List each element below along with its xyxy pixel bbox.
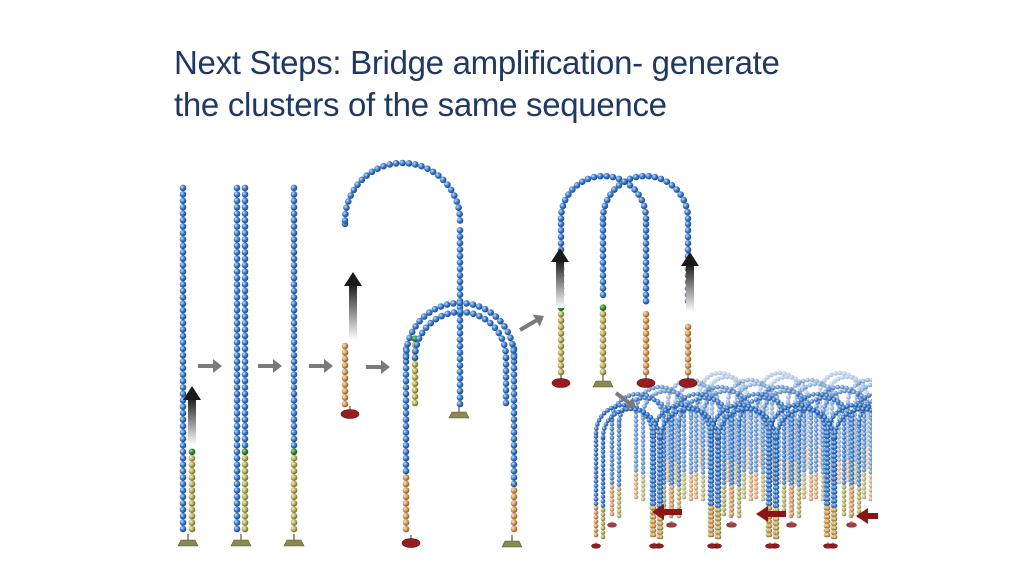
- right-arrow-icon: [258, 359, 282, 373]
- red-anchor: [847, 522, 857, 528]
- copied-strand: [290, 184, 298, 533]
- red-anchor: [340, 409, 360, 419]
- cluster-bridge: [832, 406, 872, 540]
- cluster-bridge: [753, 384, 807, 500]
- olive-anchor: [283, 539, 305, 547]
- primer-strand: [188, 448, 196, 533]
- red-anchor: [765, 543, 775, 549]
- up-arrow-icon: [183, 386, 201, 445]
- cluster-bridge: [825, 402, 872, 538]
- cluster-bridge: [885, 375, 930, 470]
- olive-anchor: [448, 411, 470, 419]
- cluster-row: [591, 402, 896, 549]
- olive-anchor: [230, 539, 252, 547]
- up-arrow-icon: [344, 272, 362, 340]
- title-line-2: the clusters of the same sequence: [174, 86, 667, 123]
- red-anchor: [787, 522, 797, 528]
- bridge-strand-a: [557, 172, 650, 376]
- red-anchor: [649, 543, 659, 549]
- right-arrow-icon: [518, 314, 544, 332]
- left-arrow-icon: [756, 506, 786, 522]
- strands-layer: [177, 159, 698, 548]
- red-anchor: [551, 378, 571, 388]
- cluster-background-layer: [591, 370, 930, 549]
- red-anchor: [823, 543, 833, 549]
- double-bridge-outer: [402, 299, 518, 533]
- up-arrow-icon: [681, 252, 699, 312]
- double-bridge-inner: [411, 308, 510, 407]
- olive-anchor: [501, 540, 523, 548]
- template-strand: [179, 184, 187, 533]
- cluster-group: [591, 370, 930, 549]
- left-arrow-icon: [652, 504, 682, 520]
- arrows-layer: [183, 248, 878, 524]
- red-anchor: [707, 543, 717, 549]
- red-anchor: [887, 544, 896, 549]
- bridge-strand: [341, 159, 464, 408]
- right-arrow-icon: [198, 359, 222, 373]
- right-arrow-icon: [366, 360, 390, 374]
- cluster-bridge: [700, 388, 754, 502]
- red-anchor: [907, 523, 916, 528]
- cluster-bridge: [856, 399, 872, 519]
- red-anchor: [727, 522, 737, 528]
- right-arrow-icon: [614, 391, 636, 409]
- cluster-bridge: [878, 371, 923, 468]
- red-anchor: [401, 538, 421, 548]
- cluster-bridge: [849, 392, 872, 517]
- up-arrow-icon: [551, 248, 569, 308]
- red-anchor: [591, 543, 601, 549]
- right-arrow-icon: [309, 359, 333, 373]
- cluster-bridge: [640, 388, 694, 502]
- double-strand-left: [233, 184, 241, 533]
- olive-anchor: [177, 539, 199, 547]
- red-anchor: [678, 378, 698, 388]
- page-title: Next Steps: Bridge amplification- genera…: [174, 42, 874, 126]
- red-anchor: [667, 522, 677, 528]
- left-arrow-icon: [856, 508, 878, 524]
- red-anchor: [607, 522, 617, 528]
- title-line-1: Next Steps: Bridge amplification- genera…: [174, 44, 780, 81]
- olive-anchor: [592, 380, 614, 388]
- red-anchor: [636, 378, 656, 388]
- double-strand-right: [241, 184, 249, 533]
